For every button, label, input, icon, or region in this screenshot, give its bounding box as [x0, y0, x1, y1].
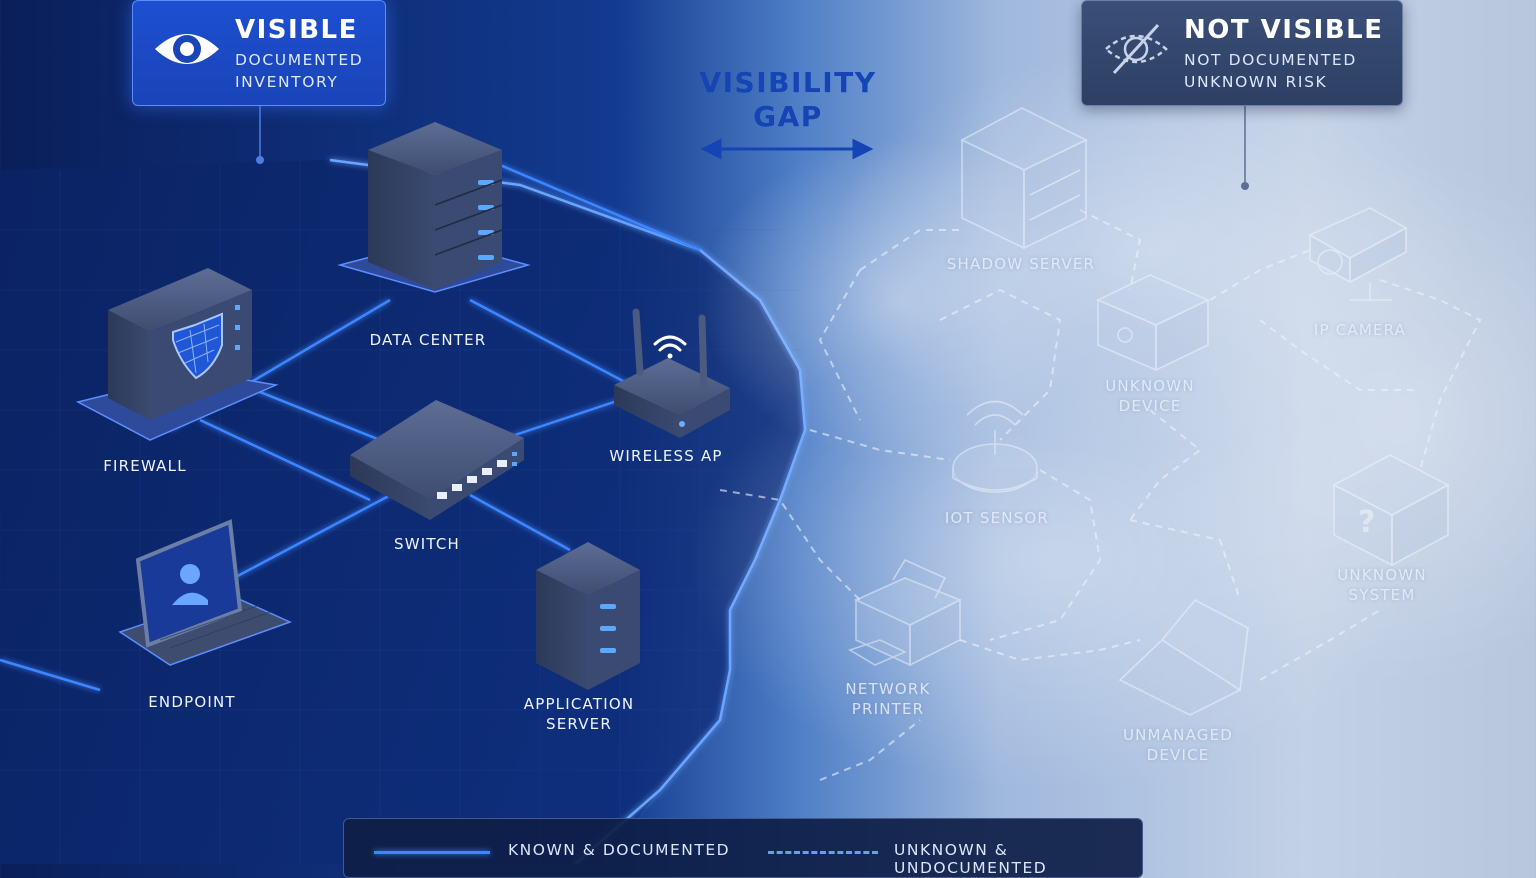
gap-line2: GAP	[753, 100, 823, 133]
network-printer-label-line1: NETWORK	[845, 680, 931, 698]
network-printer-icon	[848, 558, 962, 667]
unknown-device-icon	[1096, 274, 1210, 372]
fog	[690, 50, 1536, 790]
ghost-devices: ?	[848, 107, 1450, 716]
endpoint-label: ENDPOINT	[148, 693, 236, 711]
legend-known-text: KNOWN & DOCUMENTED	[508, 841, 731, 859]
legend-unknown-text: UNKNOWN & UNDOCUMENTED	[894, 841, 1048, 877]
visible-title: VISIBLE	[235, 15, 358, 45]
svg-text:?: ?	[1358, 505, 1375, 540]
iot-sensor-icon	[952, 400, 1038, 493]
network-printer-label-line2: PRINTER	[851, 700, 925, 718]
firewall-icon	[75, 268, 279, 441]
application-server-label-line1: APPLICATION	[523, 695, 635, 713]
not-visible-line1: NOT DOCUMENTED	[1184, 51, 1357, 69]
unknown-system-icon: ?	[1332, 454, 1450, 567]
unknown-system-label-line1: UNKNOWN	[1337, 566, 1427, 584]
wireless-ap-icon	[614, 308, 730, 438]
unknown-system-label: UNKNOWN SYSTEM	[1322, 565, 1442, 605]
legend-dashed-line	[768, 851, 878, 854]
legend: KNOWN & DOCUMENTED UNKNOWN & UNDOCUMENTE…	[343, 818, 1143, 878]
iot-sensor-label: IOT SENSOR	[944, 509, 1050, 527]
unmanaged-device-label-line2: DEVICE	[1146, 746, 1210, 764]
eye-icon	[155, 34, 219, 64]
unknown-links	[719, 209, 1482, 781]
application-server-icon	[536, 542, 640, 690]
unmanaged-device-label: UNMANAGED DEVICE	[1108, 725, 1248, 765]
data-center-label: DATA CENTER	[369, 331, 487, 349]
unknown-device-label-line2: DEVICE	[1118, 397, 1182, 415]
not-visible-line2: UNKNOWN RISK	[1184, 73, 1328, 91]
data-center-server-icon	[337, 122, 531, 293]
unknown-system-label-line2: SYSTEM	[1348, 586, 1416, 604]
visible-callout: VISIBLE DOCUMENTED INVENTORY	[132, 0, 386, 106]
network-printer-label: NETWORK PRINTER	[826, 679, 950, 719]
eye-slash-icon	[1104, 23, 1168, 75]
shadow-server-icon	[960, 107, 1088, 250]
unknown-device-label: UNKNOWN DEVICE	[1090, 376, 1210, 416]
endpoint-laptop-icon	[118, 519, 293, 666]
application-server-label: APPLICATION SERVER	[504, 694, 654, 734]
switch-label: SWITCH	[393, 535, 460, 553]
ip-camera-icon	[1308, 207, 1408, 301]
shadow-server-label: SHADOW SERVER	[946, 255, 1096, 273]
visible-line1: DOCUMENTED	[235, 51, 364, 69]
gap-line1: VISIBILITY	[699, 66, 877, 99]
not-visible-callout: NOT VISIBLE NOT DOCUMENTED UNKNOWN RISK	[1081, 0, 1403, 106]
unmanaged-device-icon	[1118, 598, 1249, 716]
unmanaged-device-label-line1: UNMANAGED	[1122, 726, 1234, 744]
firewall-label: FIREWALL	[103, 457, 187, 475]
application-server-label-line2: SERVER	[546, 715, 612, 733]
ip-camera-label: IP CAMERA	[1313, 321, 1407, 339]
wireless-ap-label: WIRELESS AP	[609, 447, 723, 465]
switch-icon	[350, 400, 524, 520]
legend-solid-line	[374, 851, 490, 854]
not-visible-title: NOT VISIBLE	[1184, 15, 1384, 45]
visible-line2: INVENTORY	[235, 73, 339, 91]
visibility-gap-title: VISIBILITY GAP	[686, 66, 890, 134]
unknown-device-label-line1: UNKNOWN	[1105, 377, 1195, 395]
gap-arrow	[700, 138, 874, 160]
